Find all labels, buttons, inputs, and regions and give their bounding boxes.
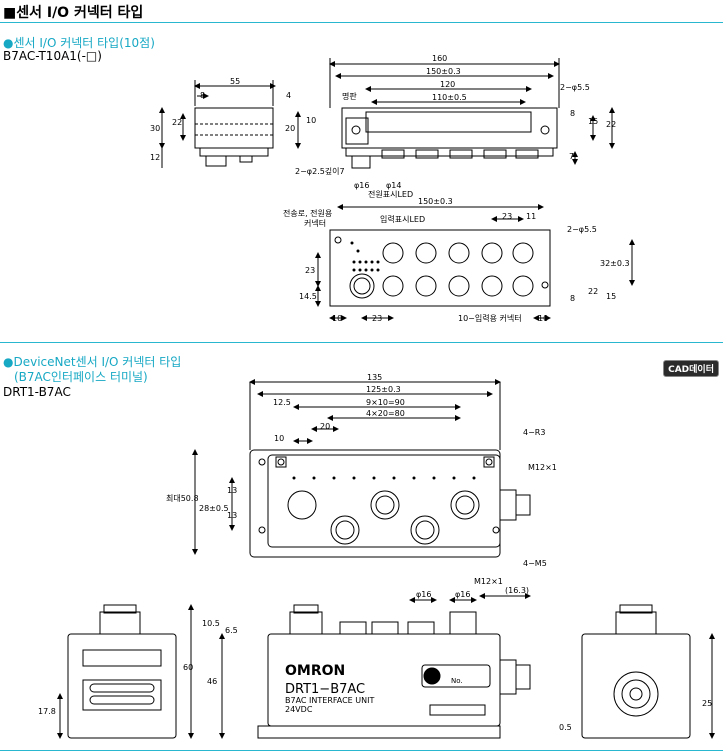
s1-front-d20: 20 xyxy=(285,124,295,133)
s1-side-d4: 4 xyxy=(286,91,291,100)
s1-side-h12: 12 xyxy=(150,153,160,162)
s1-top-d14-5: 14.5 xyxy=(299,292,317,301)
s1-side-h30: 30 xyxy=(150,124,160,133)
s2-front-d10-5: 10.5 xyxy=(202,619,220,628)
s2-front-d16-3: (16.3) xyxy=(505,586,529,595)
s1-top-input-led: 입력표시LED xyxy=(380,214,425,224)
cad-data-button[interactable]: CAD데이터 xyxy=(663,360,719,377)
header-rule xyxy=(0,22,723,23)
s1-top-power-led: 전원표시LED xyxy=(368,189,413,199)
s1-top-d15: 15 xyxy=(606,292,616,301)
s2-front-phi16a: φ16 xyxy=(416,590,431,599)
s1-side-w: 55 xyxy=(230,77,240,86)
s1-front-d150: 150±0.3 xyxy=(426,67,461,76)
s1-front-d7: 7 xyxy=(569,152,574,161)
s2-front-model: DRT1−B7AC xyxy=(285,682,365,697)
s2-plan-m5: 4−M5 xyxy=(523,559,547,568)
s2-plan-d10: 10 xyxy=(274,434,284,443)
s1-front-d10: 10 xyxy=(306,116,316,125)
s1-front-d8: 8 xyxy=(570,109,575,118)
s1-side-view xyxy=(159,80,276,168)
s2-plan-d135: 135 xyxy=(367,373,382,382)
s1-top-d22: 22 xyxy=(588,287,598,296)
s2-plan-d125: 125±0.3 xyxy=(366,385,401,394)
s2-front-d60: 60 xyxy=(183,663,193,672)
s1-top-leds xyxy=(350,241,380,272)
s2-front-d6-5: 6.5 xyxy=(225,626,238,635)
s2-right-d25: 25 xyxy=(702,699,712,708)
bottom-rule xyxy=(0,750,723,751)
s2-front-d0-5: 0.5 xyxy=(559,723,572,732)
s1-top-comm-conn-2: 커넥터 xyxy=(304,218,326,228)
s1-front-tap: 2−φ2.5깊이7 xyxy=(295,166,345,176)
s2-plan-d80: 4×20=80 xyxy=(366,409,405,418)
section2-model: DRT1-B7AC xyxy=(3,385,71,399)
s1-top-d23a: 23 xyxy=(502,212,512,221)
s1-top-d32: 32±0.3 xyxy=(600,259,630,268)
section-rule xyxy=(0,342,723,343)
s2-left-d17-8: 17.8 xyxy=(38,707,56,716)
s1-front-d15: 15 xyxy=(588,117,598,126)
s1-front-d160: 160 xyxy=(432,54,447,63)
s1-front-d110: 110±0.5 xyxy=(432,93,467,102)
page-header: ■센서 I/O 커넥터 타입 xyxy=(0,0,723,22)
s1-side-h22: 22 xyxy=(172,118,182,127)
s2-plan-d13a: 13 xyxy=(227,486,237,495)
page-title: ■센서 I/O 커넥터 타입 xyxy=(3,5,144,21)
s1-top-hole: 2−φ5.5 xyxy=(567,225,597,234)
s1-top-d23: 23 xyxy=(305,266,315,275)
s2-front-phi16b: φ16 xyxy=(455,590,470,599)
s2-plan-d90: 9×10=90 xyxy=(366,398,405,407)
s1-top-connectors xyxy=(382,242,534,297)
s2-front-view xyxy=(188,593,531,739)
s2-plan-d13b: 13 xyxy=(227,511,237,520)
s1-front-plate: 명판 xyxy=(342,91,357,101)
s1-top-d150: 150±0.3 xyxy=(418,197,453,206)
s2-plan-d12-5: 12.5 xyxy=(273,398,291,407)
s1-front-d22: 22 xyxy=(606,120,616,129)
s2-front-no: No. xyxy=(451,677,463,685)
section2-title: ●DeviceNet센서 I/O 커넥터 타입 xyxy=(3,355,182,369)
s1-top-input-conn: 10−입력용 커넥터 xyxy=(458,313,522,323)
s2-left-view xyxy=(57,604,177,739)
s2-plan-r3: 4−R3 xyxy=(523,428,545,437)
s1-top-d23b: 23 xyxy=(372,314,382,323)
s2-plan-view xyxy=(192,379,531,558)
s2-plan-d20: 20 xyxy=(320,422,330,431)
s2-right-view xyxy=(581,604,715,739)
s1-top-view xyxy=(315,204,635,321)
section1-title: ●센서 I/O 커넥터 타입(10점) xyxy=(3,36,155,50)
s1-front-hole: 2−φ5.5 xyxy=(560,83,590,92)
s2-front-m12: M12×1 xyxy=(474,577,503,586)
s1-front-view xyxy=(295,58,615,169)
s1-top-d10a: 10 xyxy=(332,314,342,323)
s2-front-brand: OMRON xyxy=(285,663,345,679)
s2-front-unit: B7AC INTERFACE UNIT xyxy=(285,696,374,705)
s1-front-phi16: φ16 xyxy=(354,181,369,190)
s2-plan-leds xyxy=(292,476,476,480)
s2-front-d46: 46 xyxy=(207,677,217,686)
s1-top-d8: 8 xyxy=(570,294,575,303)
s2-front-volt: 24VDC xyxy=(285,705,313,714)
section2-subtitle: (B7AC인터페이스 터미널) xyxy=(14,370,148,384)
s1-top-d11: 11 xyxy=(526,212,536,221)
s1-top-d10b: 10 xyxy=(538,314,548,323)
s1-front-phi14: φ14 xyxy=(386,181,401,190)
s2-plan-m12: M12×1 xyxy=(528,463,557,472)
s1-side-d8: 8 xyxy=(200,91,205,100)
s2-plan-max: 최대50.8 xyxy=(166,493,199,503)
s2-plan-d28: 28±0.5 xyxy=(199,504,229,513)
s1-top-comm-conn-1: 전송로, 전원용 xyxy=(283,208,332,218)
section1-model: B7AC-T10A1(-□) xyxy=(3,49,102,63)
s1-front-d120: 120 xyxy=(440,80,455,89)
